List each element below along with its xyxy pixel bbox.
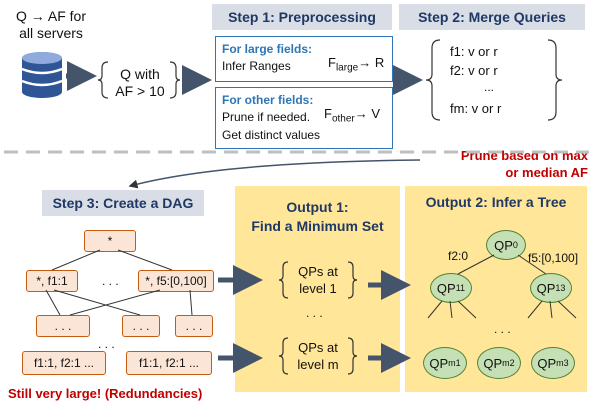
merge-f2: f2: v or r [450,63,498,78]
dag-node-f1: *, f1:1 [26,270,78,292]
dag-node-right: . . . [175,315,213,337]
qps-levelm: QPs at level m [297,340,339,372]
prune-note: Prune based on max or median AF [460,148,588,180]
dag-node-f5: *, f5:[0,100] [138,270,214,292]
edge-label-right: f5:[0,100] [528,251,579,265]
dag-root-node: * [84,230,136,252]
dag-dots-mid: . . . [102,274,119,288]
dag-node-left: . . . [36,315,90,337]
qps-level1: QPs at level 1 [298,264,338,296]
dag-leaf-1: f1:1, f2:1 ... [22,351,106,375]
dag-dots-low: . . . [98,337,115,351]
q-af-label: Q → AF for all servers [15,8,86,41]
other-fields-box: For other fields: Prune if needed. Fothe… [215,87,393,149]
edge-label-left: f2:0 [448,249,469,263]
step2-title: Step 2: Merge Queries [399,4,585,30]
output2-title: Output 2: Infer a Tree [425,194,567,210]
q-with-af-label: Q with AF > 10 [115,66,165,99]
large-formula: Flarge→ R [328,55,385,74]
curve-step2-to-step3 [128,159,421,189]
merge-fm: fm: v or r [450,101,502,116]
brace-merge-left [425,39,441,121]
other-formula: Fother→ V [324,106,381,125]
output1-title: Output 1: Find a Minimum Set [251,199,384,234]
dag-leaf-2: f1:1, f2:1 ... [126,351,212,375]
merge-dots: ... [484,80,495,94]
large-fields-box: For large fields: Infer Ranges Flarge→ R [215,36,393,82]
dag-node-center: . . . [122,315,160,337]
step1-title: Step 1: Preprocessing [212,4,392,30]
output1-dots: . . . [306,306,323,320]
output2-dots: . . . [494,322,511,336]
brace-merge-right [547,39,563,121]
step3-title: Step 3: Create a DAG [42,190,204,216]
warning-text: Still very large! (Redundancies) [8,386,203,401]
merge-f1: f1: v or r [450,44,498,59]
